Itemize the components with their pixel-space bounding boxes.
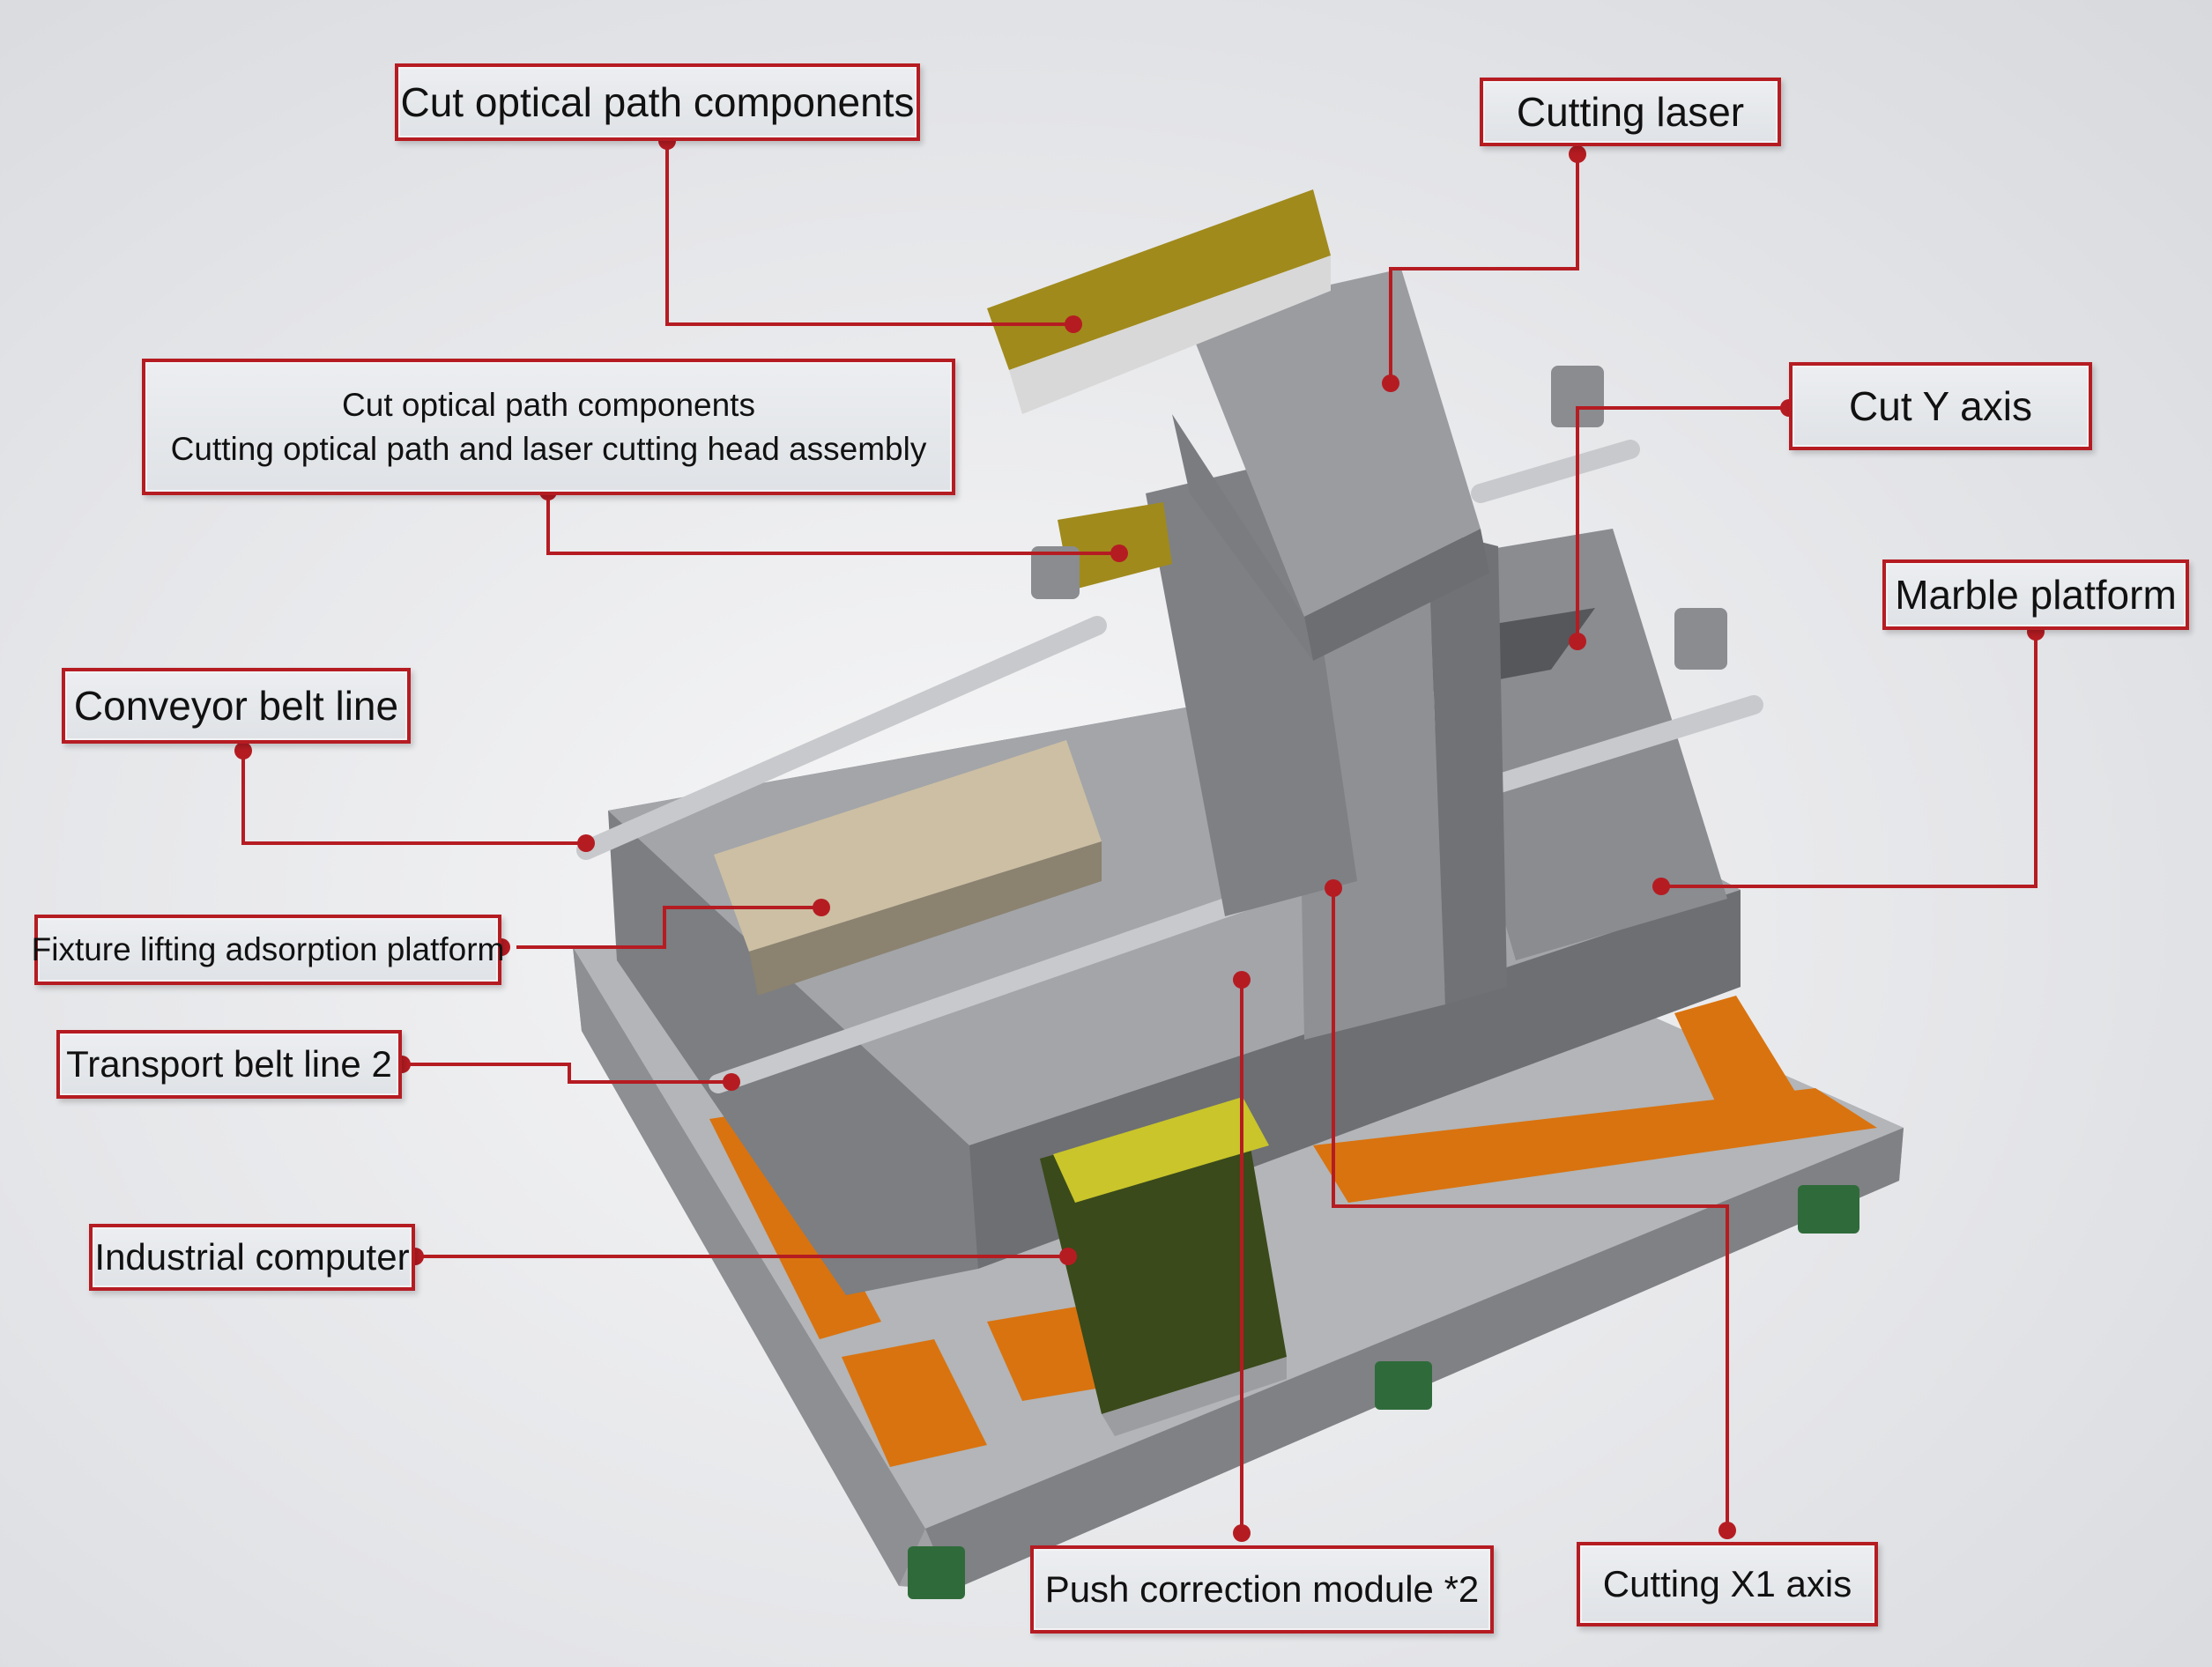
motors	[1031, 366, 1727, 670]
label-cut-optical-path-assembly: Cut optical path components Cutting opti…	[142, 359, 955, 495]
label-marble-platform: Marble platform	[1882, 559, 2189, 630]
label-cutting-x1-axis: Cutting X1 axis	[1577, 1542, 1878, 1626]
label-fixture-lifting-platform: Fixture lifting adsorption platform	[32, 915, 504, 985]
label-cut-y-axis: Cut Y axis	[1789, 362, 2092, 450]
label-transport-belt-line-2: Transport belt line 2	[56, 1030, 402, 1099]
laser-box	[1172, 269, 1489, 661]
label-conveyor-belt-line: Conveyor belt line	[62, 668, 411, 744]
label-cutting-laser: Cutting laser	[1480, 78, 1781, 146]
label-cut-optical-path-assembly-line1: Cut optical path components	[342, 386, 755, 423]
fixture-plate	[714, 740, 1102, 996]
orange-pads	[643, 956, 1877, 1467]
rails	[576, 440, 1763, 1093]
label-industrial-computer: Industrial computer	[89, 1224, 415, 1291]
leader-lines	[241, 141, 2038, 1533]
label-cut-optical-path-top: Cut optical path components	[395, 63, 920, 141]
leveling-feet	[908, 1185, 1859, 1599]
label-cut-optical-path-assembly-line2: Cutting optical path and laser cutting h…	[170, 430, 927, 467]
label-push-correction-module: Push correction module *2	[1030, 1545, 1494, 1634]
